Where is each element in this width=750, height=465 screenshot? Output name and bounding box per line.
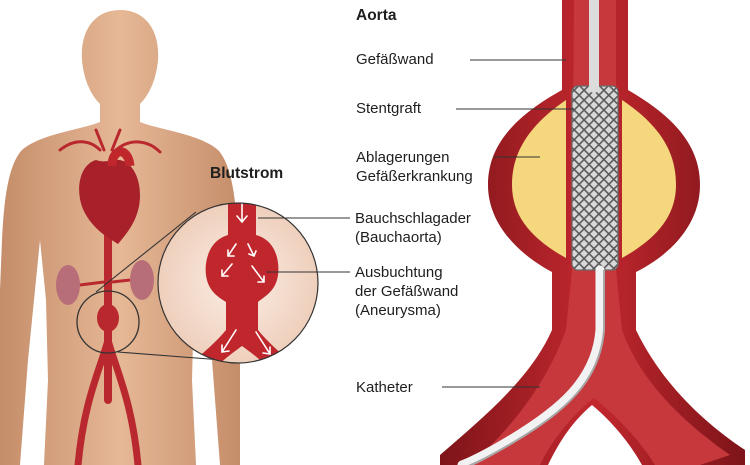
label-stentgraft: Stentgraft xyxy=(356,99,421,118)
label-vessel-wall: Gefäßwand xyxy=(356,50,434,69)
label-catheter: Katheter xyxy=(356,378,413,397)
label-bulge-line3: (Aneurysma) xyxy=(355,301,458,320)
label-blood-flow: Blutstrom xyxy=(210,164,283,183)
label-bulge-line1: Ausbuchtung xyxy=(355,263,458,282)
label-abdominal-aorta: Bauchschlagader (Bauchaorta) xyxy=(355,209,471,247)
label-abdominal-line1: Bauchschlagader xyxy=(355,209,471,228)
label-aorta: Aorta xyxy=(356,6,396,25)
stentgraft-mesh xyxy=(572,86,618,270)
body-aneurysm xyxy=(97,304,119,332)
label-deposits: Ablagerungen Gefäßerkrankung xyxy=(356,148,473,186)
label-abdominal-line2: (Bauchaorta) xyxy=(355,228,471,247)
label-deposits-line2: Gefäßerkrankung xyxy=(356,167,473,186)
aorta-detail xyxy=(440,0,745,465)
label-deposits-line1: Ablagerungen xyxy=(356,148,473,167)
kidney-left xyxy=(56,265,80,305)
label-bulge-line2: der Gefäßwand xyxy=(355,282,458,301)
kidney-right xyxy=(130,260,154,300)
label-aneurysm: Ausbuchtung der Gefäßwand (Aneurysma) xyxy=(355,263,458,320)
